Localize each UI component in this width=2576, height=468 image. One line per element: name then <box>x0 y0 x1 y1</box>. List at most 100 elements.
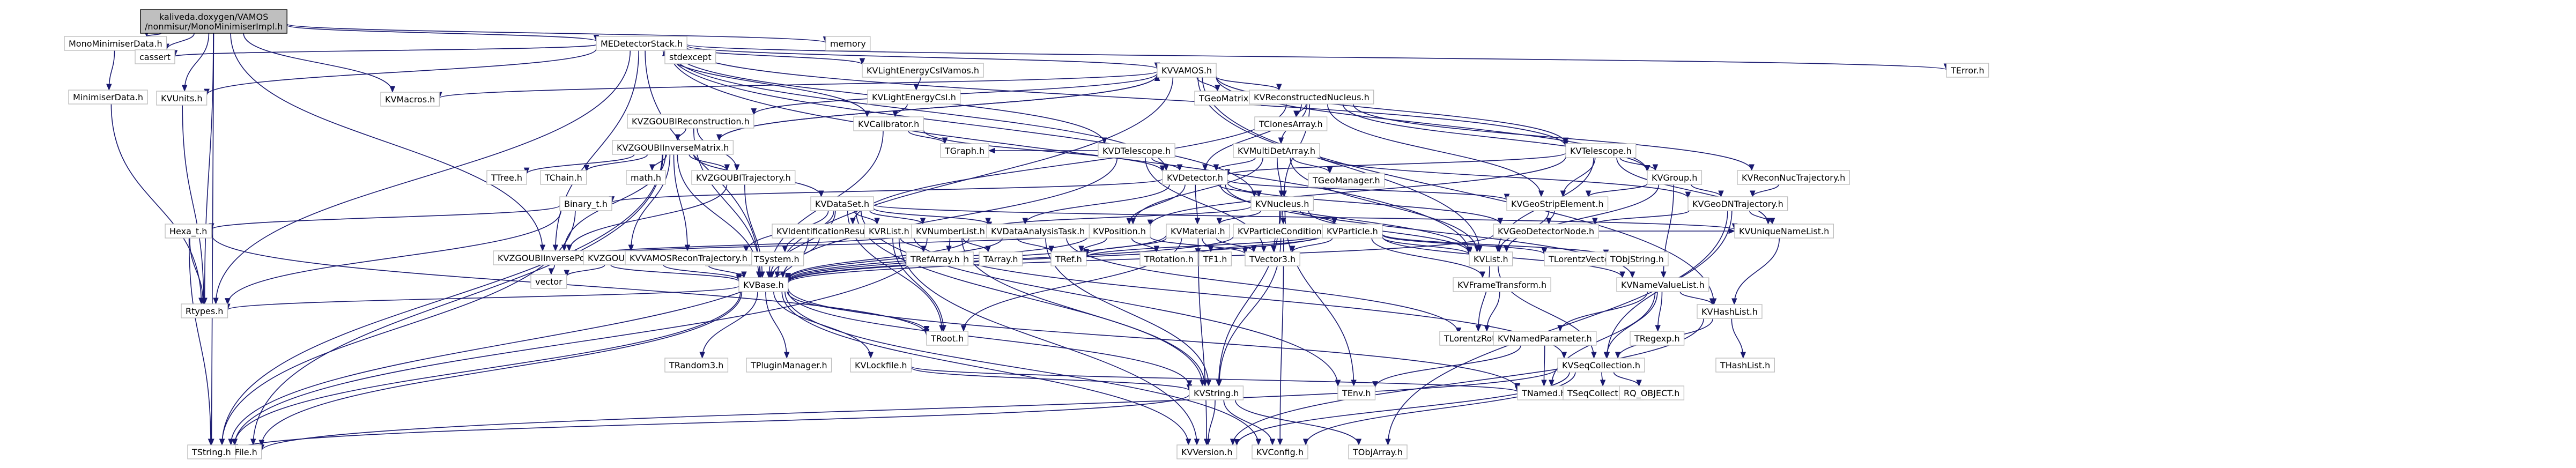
node-kvreconnuctraj[interactable]: KVReconNucTrajectory.h <box>1737 170 1850 185</box>
node-kvzgoutraj[interactable]: KVZGOUBITrajectory.h <box>691 170 796 185</box>
node-kvzgouinv[interactable]: KVZGOUBIInverseMatrix.h <box>612 140 734 155</box>
node-label: KVPosition.h <box>1093 226 1146 236</box>
node-kvvamosrecon[interactable]: KVVAMOSReconTrajectory.h <box>625 250 752 265</box>
node-kvuniquelist[interactable]: KVUniqueNameList.h <box>1734 224 1834 239</box>
node-label: TObjString.h <box>1610 254 1664 264</box>
node-mathh[interactable]: math.h <box>626 170 666 185</box>
node-kvgeostrip[interactable]: KVGeoStripElement.h <box>1506 196 1609 211</box>
edge-kvvamosrecon-to-kvbase <box>707 264 747 279</box>
node-vector[interactable]: vector <box>530 274 567 289</box>
node-tregexp[interactable]: TRegexp.h <box>1630 331 1685 346</box>
node-tvector3[interactable]: TVector3.h <box>1245 251 1300 266</box>
node-binary[interactable]: Binary_t.h <box>559 196 612 211</box>
node-rtypes[interactable]: Rtypes.h <box>181 303 228 318</box>
node-kvnumberlist[interactable]: KVNumberList.h <box>911 224 990 239</box>
node-kvdtelescope[interactable]: KVDTelescope.h <box>1098 143 1175 158</box>
node-mestack[interactable]: MEDetectorStack.h <box>596 36 687 51</box>
node-kvvamos[interactable]: KVVAMOS.h <box>1157 63 1217 78</box>
node-kvcalibrator[interactable]: KVCalibrator.h <box>853 116 924 131</box>
edge-kvnumberlist-to-tobject <box>946 237 952 253</box>
node-tobjstring[interactable]: TObjString.h <box>1605 251 1669 266</box>
edge-root-to-memory <box>286 23 828 43</box>
node-kvmacros[interactable]: KVMacros.h <box>380 92 440 107</box>
node-kvconfig[interactable]: KVConfig.h <box>1252 444 1308 459</box>
node-rq-object[interactable]: RQ_OBJECT.h <box>1619 385 1685 400</box>
edge-root-to-tmathh <box>230 33 546 252</box>
edge-root-to-cassert <box>164 33 195 51</box>
edge-mestack-to-kvbase <box>645 50 763 279</box>
node-memory[interactable]: memory <box>825 36 871 51</box>
node-minidata[interactable]: MinimiserData.h <box>68 90 148 105</box>
node-kvposition[interactable]: KVPosition.h <box>1088 224 1151 239</box>
node-label: KVVAMOSReconTrajectory.h <box>630 253 747 263</box>
node-kvbase[interactable]: KVBase.h <box>738 277 789 292</box>
node-kvgeodetnode[interactable]: KVGeoDetectorNode.h <box>1493 224 1599 239</box>
node-terror[interactable]: TError.h <box>1946 63 1989 78</box>
node-box <box>1233 224 1335 239</box>
node-monodata[interactable]: MonoMinimiserData.h <box>64 36 167 51</box>
node-kvlist[interactable]: KVList.h <box>1469 251 1513 266</box>
node-tnamed[interactable]: TNamed.h <box>1517 385 1571 400</box>
node-box <box>864 224 914 239</box>
node-kvmultidet[interactable]: KVMultiDetArray.h <box>1233 143 1320 158</box>
edge-kvzgoupos-to-vector <box>548 264 555 276</box>
node-tref[interactable]: TRef.h <box>1050 251 1087 266</box>
node-kvtelescope[interactable]: KVTelescope.h <box>1565 143 1637 158</box>
node-troot[interactable]: TRoot.h <box>926 331 968 346</box>
node-box <box>1249 90 1374 105</box>
edge-kvnamevalue-to-kvnamedparam <box>1557 291 1648 332</box>
node-tenv[interactable]: TEnv.h <box>1337 385 1376 400</box>
node-kvdataanal[interactable]: KVDataAnalysisTask.h <box>986 224 1090 239</box>
node-kvunits[interactable]: KVUnits.h <box>156 91 208 106</box>
node-tobjarray[interactable]: TObjArray.h <box>1348 444 1408 459</box>
node-kvframetrans[interactable]: KVFrameTransform.h <box>1453 277 1551 292</box>
node-kvlockfile[interactable]: KVLockfile.h <box>850 358 912 373</box>
node-kvlightec[interactable]: KVLightEnergyCsI.h <box>867 90 961 105</box>
edge-hexa-to-rtypes <box>189 237 206 305</box>
node-tgeomanager[interactable]: TGeoManager.h <box>1308 173 1385 188</box>
node-trotation[interactable]: TRotation.h <box>1139 251 1198 266</box>
node-kvgeodnt[interactable]: KVGeoDNTrajectory.h <box>1687 196 1788 211</box>
node-kvseqcoll[interactable]: KVSeqCollection.h <box>1557 358 1645 373</box>
node-label: TGeoManager.h <box>1312 175 1380 185</box>
node-tf1[interactable]: TF1.h <box>1198 251 1232 266</box>
node-kvlightecv[interactable]: KVLightEnergyCsIVamos.h <box>862 63 984 78</box>
edge-kvnamevalue-to-kvhashlist <box>1679 291 1715 306</box>
node-stdexcept[interactable]: stdexcept <box>664 49 716 64</box>
node-kvgroup[interactable]: KVGroup.h <box>1647 170 1702 185</box>
node-kvparticle[interactable]: KVParticle.h <box>1322 224 1383 239</box>
node-kvhashlist[interactable]: KVHashList.h <box>1697 304 1763 319</box>
node-kvnamevalue[interactable]: KVNameValueList.h <box>1616 277 1709 292</box>
node-tgraph[interactable]: TGraph.h <box>940 143 989 158</box>
node-hexa[interactable]: Hexa_t.h <box>165 224 212 239</box>
node-kvdataset[interactable]: KVDataSet.h <box>810 196 874 211</box>
node-box <box>1647 170 1702 185</box>
node-tarray[interactable]: TArray.h <box>979 251 1023 266</box>
edge-kvnucleus-to-kvmaterial <box>1216 210 1261 225</box>
node-thashlist[interactable]: THashList.h <box>1715 358 1775 373</box>
node-kvzgourecon[interactable]: KVZGOUBIReconstruction.h <box>627 114 754 129</box>
node-ttree[interactable]: TTree.h <box>486 170 527 185</box>
node-kvreconnuc[interactable]: KVReconstructedNucleus.h <box>1249 90 1374 105</box>
node-kvmaterial[interactable]: KVMaterial.h <box>1166 224 1230 239</box>
node-tchain[interactable]: TChain.h <box>540 170 587 185</box>
node-kvversion[interactable]: KVVersion.h <box>1176 444 1238 459</box>
node-box <box>1098 143 1175 158</box>
node-trandom3[interactable]: TRandom3.h <box>664 358 729 373</box>
node-kvrlist[interactable]: KVRList.h <box>864 224 914 239</box>
node-tsystem[interactable]: TSystem.h <box>749 251 804 266</box>
edge-kvgroup-to-kvgeostrip <box>1585 183 1648 198</box>
edge-kvhashlist-to-thashlist <box>1731 318 1746 359</box>
node-tclonesarr[interactable]: TClonesArray.h <box>1254 116 1328 131</box>
node-kvnamedparam[interactable]: KVNamedParameter.h <box>1493 331 1597 346</box>
node-kvpartcond[interactable]: KVParticleCondition.h <box>1233 224 1335 239</box>
edge-kvdataset-to-kvdataanal <box>873 207 991 225</box>
node-tstring[interactable]: TString.h <box>187 444 236 459</box>
node-kvstring[interactable]: KVString.h <box>1189 385 1244 400</box>
node-trefarray[interactable]: TRefArray.h <box>906 251 965 266</box>
node-kvnucleus[interactable]: KVNucleus.h <box>1250 196 1314 211</box>
node-kvdetector[interactable]: KVDetector.h <box>1162 170 1228 185</box>
node-cassert[interactable]: cassert <box>135 49 175 64</box>
node-tpluginmgr[interactable]: TPluginManager.h <box>746 358 832 373</box>
node-label: KVZGOUBIReconstruction.h <box>632 116 750 127</box>
